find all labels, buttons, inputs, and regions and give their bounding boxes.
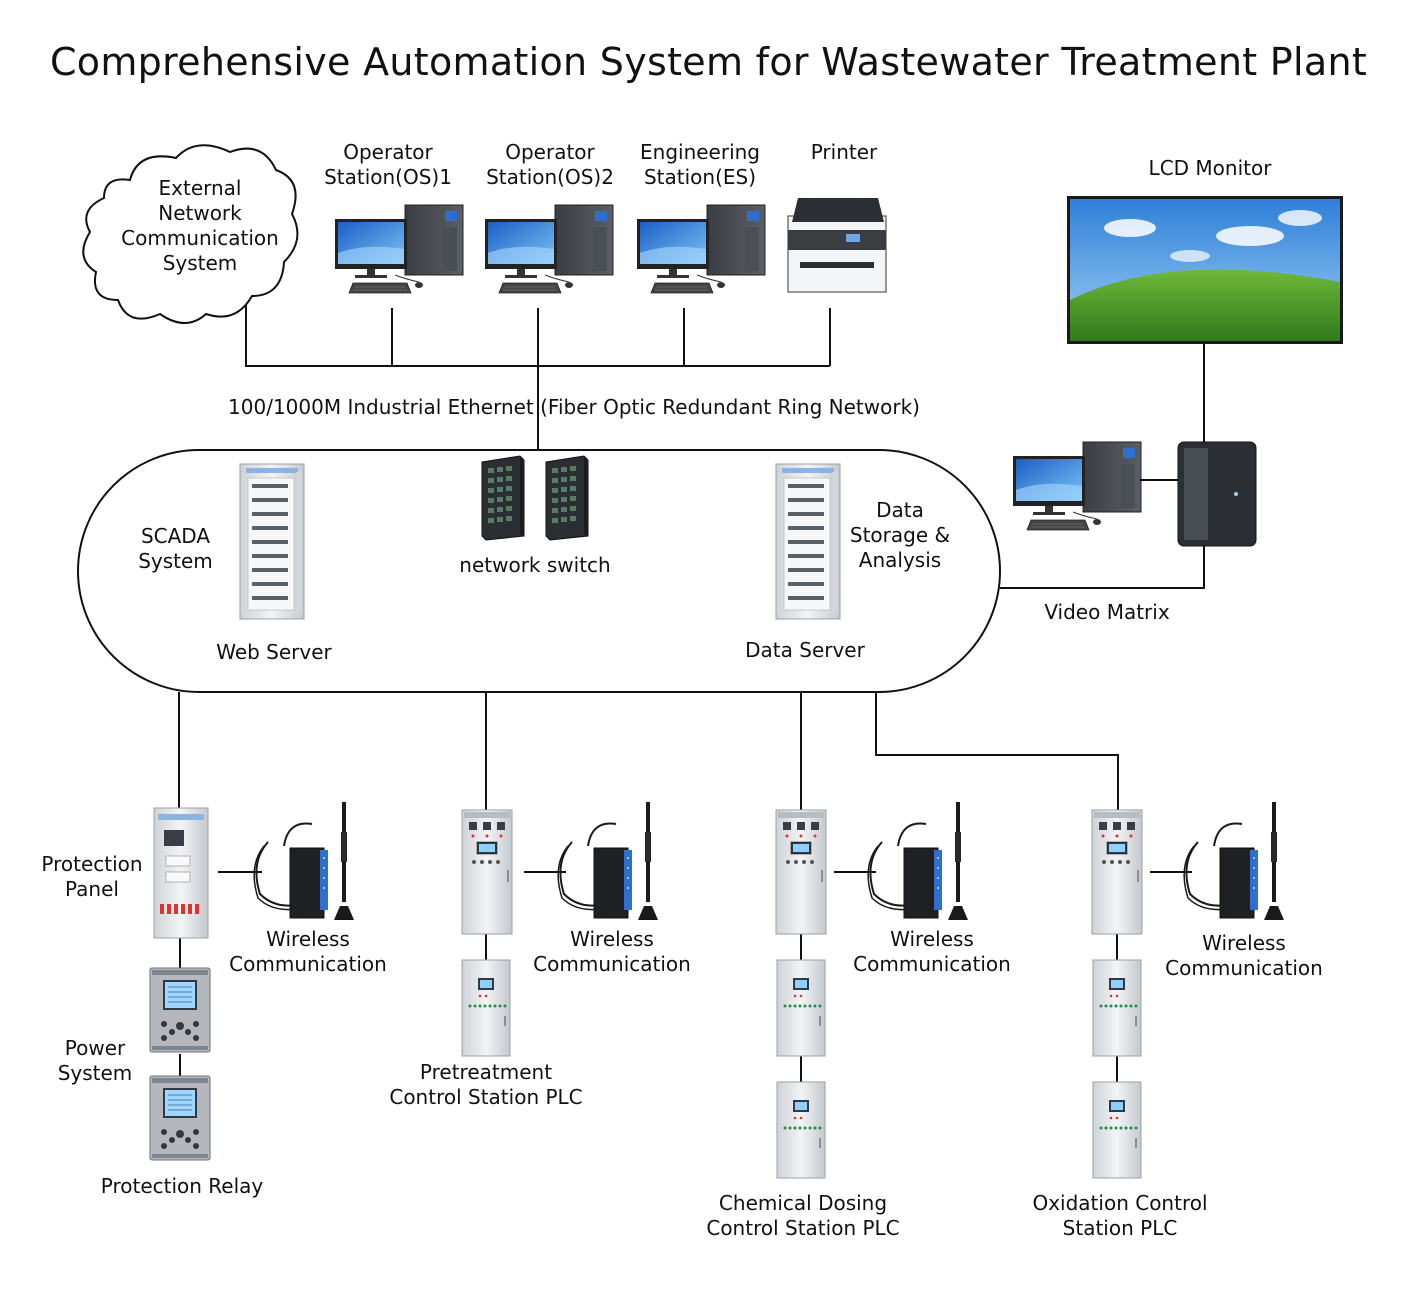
operator-station-2-computer [484,204,614,294]
printer-device [787,198,887,293]
network-switch-1 [481,455,525,541]
wireless-dtu-2 [557,801,659,921]
web-server-rack [239,463,305,620]
ring-to-matrix-line [1000,546,1205,589]
pretreatment-plc-box [461,959,511,1057]
protection-relay-device [149,1075,211,1161]
ethernet-ring [77,449,1001,693]
field-level-lines [178,692,1192,1082]
lcd-monitor-device [1067,196,1343,344]
chemical-plc-box-2 [776,1081,826,1179]
diagram-title: Comprehensive Automation System for Wast… [49,40,1368,84]
wireless-dtu-4 [1183,801,1285,921]
chemical-main-cabinet [775,809,827,935]
oxidation-main-cabinet [1091,809,1143,935]
power-system-meter [149,967,211,1053]
wireless-dtu-3 [867,801,969,921]
top-network-lines [245,305,831,450]
engineering-station-computer [636,204,766,294]
wireless-dtu-1 [253,801,355,921]
operator-station-1-computer [334,204,464,294]
lcd-monitor-label: LCD Monitor [1148,156,1272,180]
network-switch-2 [545,455,589,541]
video-matrix-device [1177,441,1257,547]
data-server-label: Data Server [745,638,865,662]
protection-panel-cabinet [153,807,209,939]
video-matrix-computer [1012,441,1142,531]
video-matrix-label: Video Matrix [1044,600,1170,624]
oxidation-plc-box-1 [1092,959,1142,1057]
chemical-plc-box-1 [776,959,826,1057]
pretreatment-main-cabinet [461,809,513,935]
protection-relay-label: Protection Relay [100,1174,264,1198]
cloud-shape [82,144,299,324]
ethernet-label: 100/1000M Industrial Ethernet (Fiber Opt… [228,395,920,419]
web-server-label: Web Server [216,640,332,664]
oxidation-plc-box-2 [1092,1081,1142,1179]
network-switch-label: network switch [459,553,611,577]
printer-label: Printer [810,140,878,164]
data-server-rack [775,463,841,620]
